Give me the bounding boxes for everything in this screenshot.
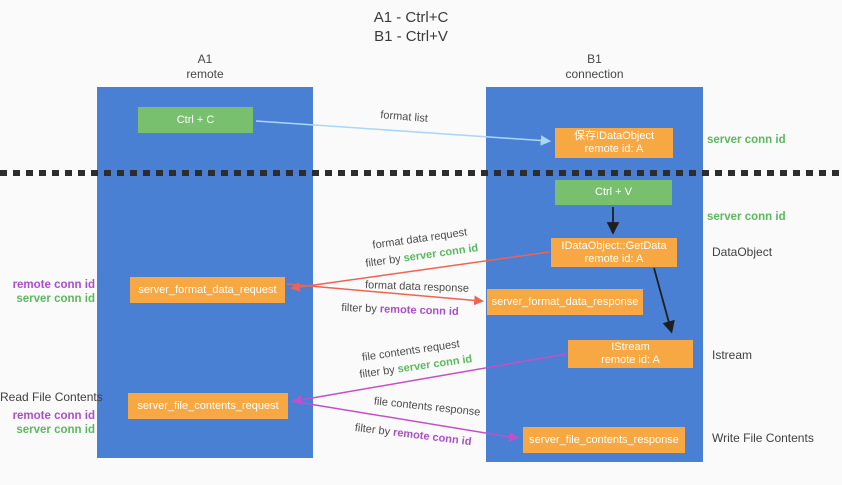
remote-conn-id-note-bottom: remote conn id: [12, 410, 95, 422]
remote-conn-id-note-mid: remote conn id: [12, 279, 95, 291]
filter-prefix: filter by: [364, 252, 405, 270]
format-response-label: server_format_data_response: [491, 295, 639, 308]
ctrl-c-label: Ctrl + C: [176, 113, 215, 126]
lane-b1-role: connection: [565, 67, 624, 81]
filter-by-remote-conn-id-label-2: filter by remote conn id: [338, 420, 489, 452]
istream-line2: remote id: A: [601, 354, 660, 366]
file-contents-response-edge-label: file contents response: [373, 395, 481, 419]
remote-conn-id-key: remote conn id: [379, 303, 459, 319]
save-idataobject-line2: remote id: A: [584, 143, 644, 155]
write-file-contents-note: Write File Contents: [712, 431, 814, 445]
node-ctrl-v: Ctrl + V: [555, 180, 672, 205]
getdata-line2: remote id: A: [584, 252, 644, 265]
server-conn-id-note-mid: server conn id: [707, 211, 786, 223]
server-conn-id-note-left-mid: server conn id: [16, 293, 95, 305]
lane-a1-name: A1: [197, 52, 213, 66]
server-conn-id-note-top: server conn id: [707, 134, 786, 146]
istream-line1: IStream: [611, 341, 650, 353]
filter-prefix: filter by: [358, 363, 399, 381]
node-server-format-data-request: server_format_data_request: [130, 277, 285, 303]
remote-conn-id-key: remote conn id: [392, 426, 473, 449]
diagram-title: A1 - Ctrl+C B1 - Ctrl+V: [291, 8, 531, 46]
lane-a1-role: remote: [186, 67, 224, 81]
left-mid-notes: remote conn id server conn id: [0, 278, 95, 306]
getdata-line1: IDataObject::GetData: [561, 239, 667, 252]
node-save-idataobject: 保存IDataObject remote id: A: [555, 128, 673, 158]
title-line-1: A1 - Ctrl+C: [373, 9, 449, 26]
node-server-format-data-response: server_format_data_response: [487, 289, 643, 315]
filter-prefix: filter by: [354, 421, 394, 439]
format-list-edge-label: format list: [379, 109, 429, 125]
left-bottom-notes: Read File Contents remote conn id server…: [0, 390, 103, 437]
istream-note: Istream: [712, 348, 753, 362]
format-request-label: server_format_data_request: [138, 283, 277, 296]
read-file-contents-note: Read File Contents: [0, 390, 103, 404]
filter-by-remote-conn-id-label-1: filter by remote conn id: [325, 301, 475, 320]
file-response-label: server_file_contents_response: [529, 433, 679, 446]
node-server-file-contents-request: server_file_contents_request: [128, 393, 288, 419]
save-idataobject-line1: 保存IDataObject: [573, 130, 655, 142]
title-line-2: B1 - Ctrl+V: [374, 28, 448, 45]
node-istream: IStream remote id: A: [568, 340, 693, 368]
lane-header-b1: B1 connection: [486, 52, 703, 82]
node-idataobject-getdata: IDataObject::GetData remote id: A: [551, 238, 677, 267]
server-conn-id-note-left-bottom: server conn id: [16, 424, 95, 436]
node-server-file-contents-response: server_file_contents_response: [523, 427, 685, 453]
filter-prefix: filter by: [341, 301, 381, 316]
format-data-response-edge-label: format data response: [364, 279, 470, 295]
file-request-label: server_file_contents_request: [137, 399, 279, 412]
lane-header-a1: A1 remote: [97, 52, 313, 82]
node-ctrl-c: Ctrl + C: [138, 107, 253, 133]
ctrl-v-label: Ctrl + V: [595, 186, 632, 198]
dataobject-note: DataObject: [712, 245, 773, 259]
lane-b1-name: B1: [587, 52, 602, 66]
